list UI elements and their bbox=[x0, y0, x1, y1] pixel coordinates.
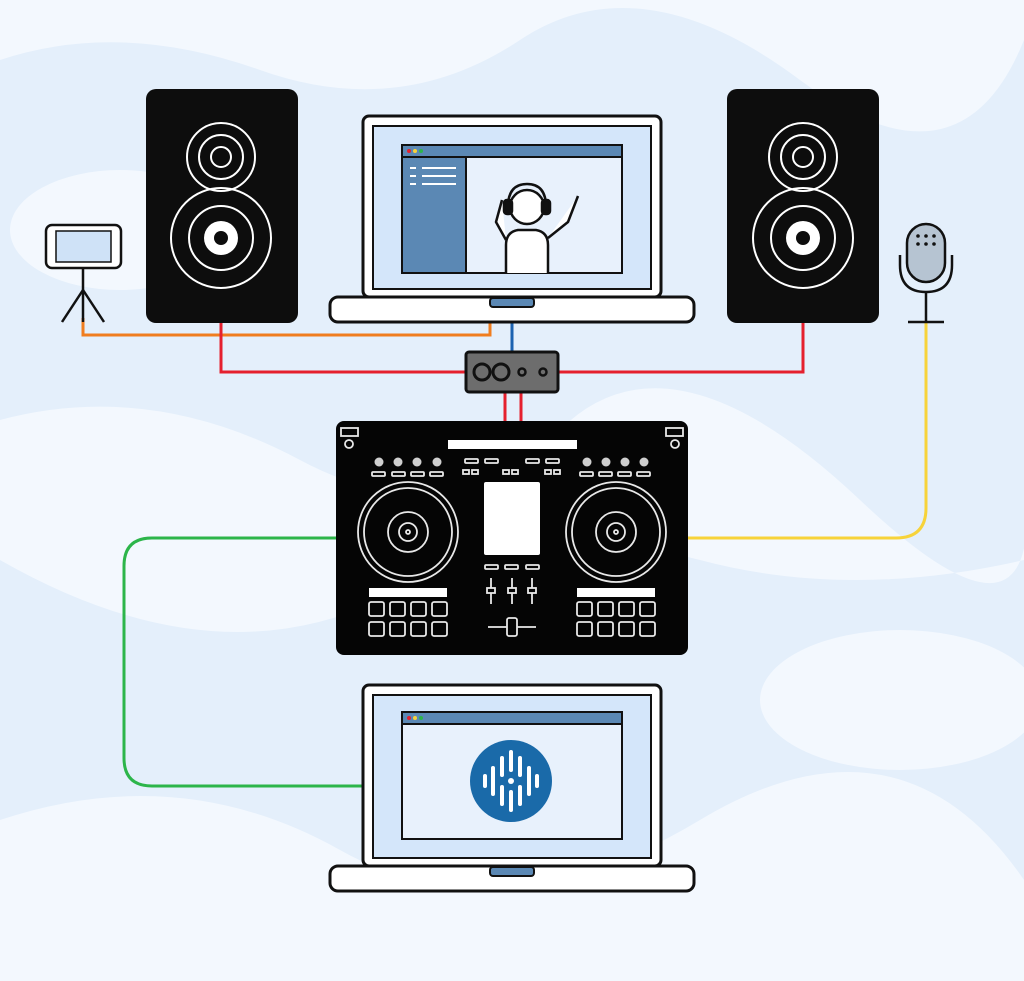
speaker-left bbox=[146, 89, 298, 323]
red-cable-right bbox=[558, 323, 805, 374]
laptop-bottom bbox=[328, 683, 696, 893]
cables bbox=[81, 318, 928, 788]
microphone-icon bbox=[898, 222, 954, 324]
laptop-top bbox=[328, 114, 696, 324]
speaker-right bbox=[727, 89, 879, 323]
serato-logo-icon bbox=[470, 740, 552, 822]
smartphone-tripod-icon bbox=[44, 223, 123, 323]
orange-cable bbox=[81, 318, 492, 337]
audio-interface bbox=[464, 350, 560, 394]
yellow-cable bbox=[688, 322, 928, 540]
dj-figure-icon bbox=[494, 182, 580, 273]
red-cable-left bbox=[219, 323, 466, 374]
green-cable bbox=[122, 536, 363, 788]
dj-controller bbox=[336, 421, 688, 655]
